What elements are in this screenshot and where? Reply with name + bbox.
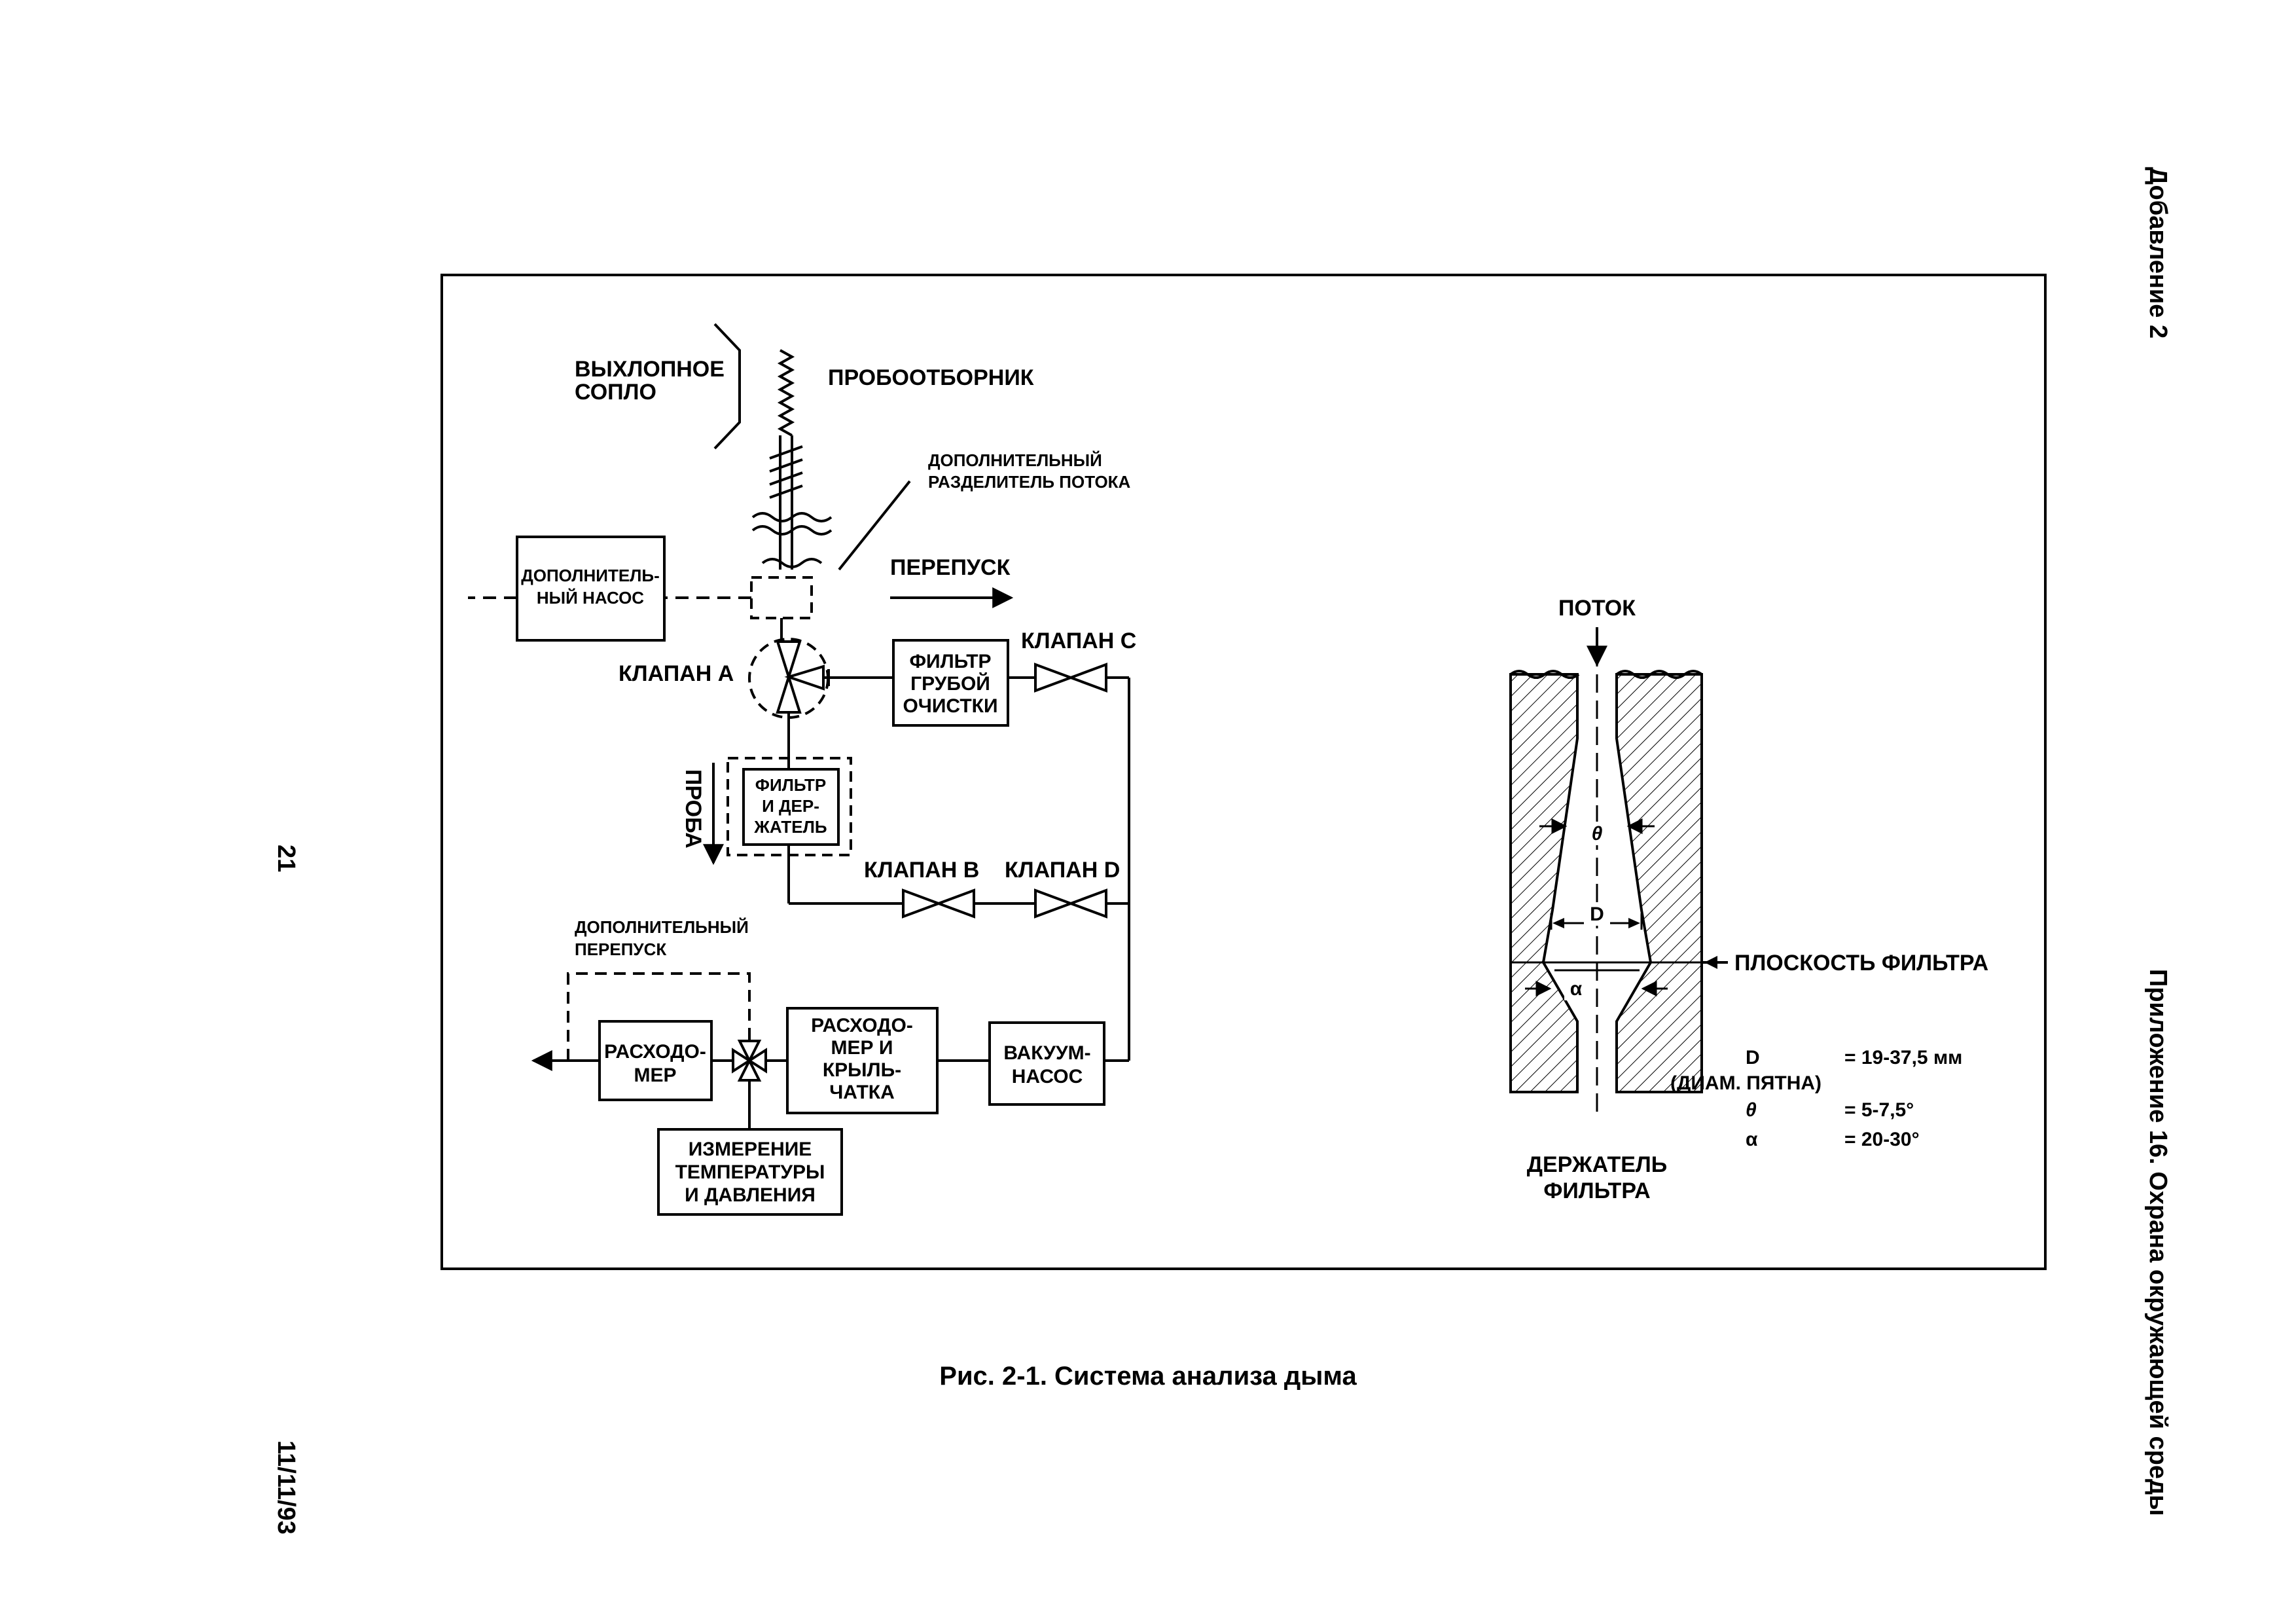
svg-text:ПЕРЕПУСК: ПЕРЕПУСК xyxy=(575,939,666,959)
svg-text:ДЕРЖАТЕЛЬ: ДЕРЖАТЕЛЬ xyxy=(1527,1152,1667,1177)
aux-pump-box xyxy=(516,536,666,642)
param-value: = 20-30° xyxy=(1844,1129,1920,1150)
exhaust-nozzle-shape xyxy=(713,323,741,450)
valve-b-label: КЛАПАН В xyxy=(864,858,979,883)
param-symbol: α xyxy=(1746,1129,1758,1150)
svg-text:И ДЕР-: И ДЕР- xyxy=(762,796,819,816)
figure-caption: Рис. 2-1. Система анализа дыма xyxy=(939,1362,1357,1391)
flowmeter-impeller-label: РАСХОДО- МЕР И КРЫЛЬ- ЧАТКА xyxy=(811,1015,913,1103)
sample-label: ПРОБА xyxy=(681,769,706,848)
bypass-label: ПЕРЕПУСК xyxy=(890,555,1011,580)
flowmeter-label: РАСХОДО- МЕР xyxy=(604,1041,706,1086)
filter-holder-section xyxy=(1509,627,1728,1120)
theta-label: θ xyxy=(1592,823,1603,845)
holder-label: ДЕРЖАТЕЛЬ ФИЛЬТРА xyxy=(1527,1152,1667,1203)
param-value: = 19-37,5 мм xyxy=(1844,1047,1962,1068)
svg-text:КРЫЛЬ-: КРЫЛЬ- xyxy=(823,1059,901,1081)
valve-b-symbol xyxy=(902,888,975,919)
svg-text:РАСХОДО-: РАСХОДО- xyxy=(811,1015,913,1036)
svg-text:НАСОС: НАСОС xyxy=(1012,1066,1083,1087)
filter-holder-label: ФИЛЬТР И ДЕР- ЖАТЕЛЬ xyxy=(753,775,827,837)
flow-splitter-box xyxy=(750,576,813,619)
svg-text:ЖАТЕЛЬ: ЖАТЕЛЬ xyxy=(753,817,827,837)
svg-text:ДОПОЛНИТЕЛЬНЫЙ: ДОПОЛНИТЕЛЬНЫЙ xyxy=(575,917,749,937)
filter-holder-box xyxy=(742,768,840,846)
svg-text:ФИЛЬТРА: ФИЛЬТРА xyxy=(1543,1178,1650,1203)
three-way-valve-symbol xyxy=(732,1040,767,1082)
parameters-table: D = 19-37,5 мм (ДИАМ. ПЯТНА) θ = 5-7,5° … xyxy=(1670,1047,1962,1150)
param-value: = 5-7,5° xyxy=(1844,1099,1914,1121)
d-label: D xyxy=(1590,903,1604,925)
svg-text:ФИЛЬТР: ФИЛЬТР xyxy=(755,775,826,795)
svg-text:ФИЛЬТР: ФИЛЬТР xyxy=(909,651,991,672)
spot-diameter-note: (ДИАМ. ПЯТНА) xyxy=(1670,1072,1821,1094)
temp-pressure-label: ИЗМЕРЕНИЕ ТЕМПЕРАТУРЫ И ДАВЛЕНИЯ xyxy=(675,1139,825,1206)
valve-a-symbol xyxy=(776,640,825,714)
param-symbol: θ xyxy=(1746,1099,1757,1121)
param-symbol: D xyxy=(1746,1047,1760,1068)
figure-frame xyxy=(440,274,2047,1270)
aux-pump-label: ДОПОЛНИТЕЛЬ- НЫЙ НАСОС xyxy=(521,566,660,608)
svg-text:ДОПОЛНИТЕЛЬ-: ДОПОЛНИТЕЛЬ- xyxy=(521,566,660,585)
svg-text:ВЫХЛОПНОЕ: ВЫХЛОПНОЕ xyxy=(575,357,725,382)
svg-text:ЧАТКА: ЧАТКА xyxy=(829,1082,895,1103)
aux-bypass-loop xyxy=(567,972,751,1061)
svg-text:ИЗМЕРЕНИЕ: ИЗМЕРЕНИЕ xyxy=(689,1139,812,1160)
svg-text:ДОПОЛНИТЕЛЬНЫЙ: ДОПОЛНИТЕЛЬНЫЙ xyxy=(928,450,1102,470)
flow-label: ПОТОК xyxy=(1558,596,1636,621)
nozzle-label: ВЫХЛОПНОЕ СОПЛО xyxy=(575,357,725,405)
svg-text:РАСХОДО-: РАСХОДО- xyxy=(604,1041,706,1063)
coarse-filter-box xyxy=(892,639,1009,727)
filter-plane-label: ПЛОСКОСТЬ ФИЛЬТРА xyxy=(1734,951,1988,976)
svg-text:ВАКУУМ-: ВАКУУМ- xyxy=(1003,1042,1090,1064)
svg-text:РАЗДЕЛИТЕЛЬ ПОТОКА: РАЗДЕЛИТЕЛЬ ПОТОКА xyxy=(928,472,1131,492)
temp-pressure-box xyxy=(657,1128,843,1216)
valve-a-label: КЛАПАН А xyxy=(619,661,734,686)
valve-c-label: КЛАПАН С xyxy=(1021,629,1136,653)
aux-bypass-label: ДОПОЛНИТЕЛЬНЫЙ ПЕРЕПУСК xyxy=(575,917,749,959)
svg-text:МЕР: МЕР xyxy=(634,1065,676,1086)
svg-text:НЫЙ НАСОС: НЫЙ НАСОС xyxy=(537,588,644,608)
svg-text:ТЕМПЕРАТУРЫ: ТЕМПЕРАТУРЫ xyxy=(675,1161,825,1183)
coarse-filter-label: ФИЛЬТР ГРУБОЙ ОЧИСТКИ xyxy=(903,651,997,717)
vacuum-pump-box xyxy=(988,1021,1105,1106)
svg-text:СОПЛО: СОПЛО xyxy=(575,380,656,405)
probe-label: ПРОБООТБОРНИК xyxy=(828,365,1034,390)
svg-text:ОЧИСТКИ: ОЧИСТКИ xyxy=(903,695,997,717)
svg-text:МЕР И: МЕР И xyxy=(831,1037,893,1059)
flow-splitter-label: ДОПОЛНИТЕЛЬНЫЙ РАЗДЕЛИТЕЛЬ ПОТОКА xyxy=(928,450,1131,492)
vacuum-pump-label: ВАКУУМ- НАСОС xyxy=(1003,1042,1090,1087)
svg-text:ГРУБОЙ: ГРУБОЙ xyxy=(910,672,990,695)
svg-text:И ДАВЛЕНИЯ: И ДАВЛЕНИЯ xyxy=(685,1184,816,1206)
valve-d-label: КЛАПАН D xyxy=(1005,858,1120,883)
valve-d-symbol xyxy=(1034,888,1107,919)
probe-zigzag xyxy=(777,349,795,437)
valve-c-symbol xyxy=(1034,663,1107,693)
alpha-label: α xyxy=(1570,978,1583,1000)
